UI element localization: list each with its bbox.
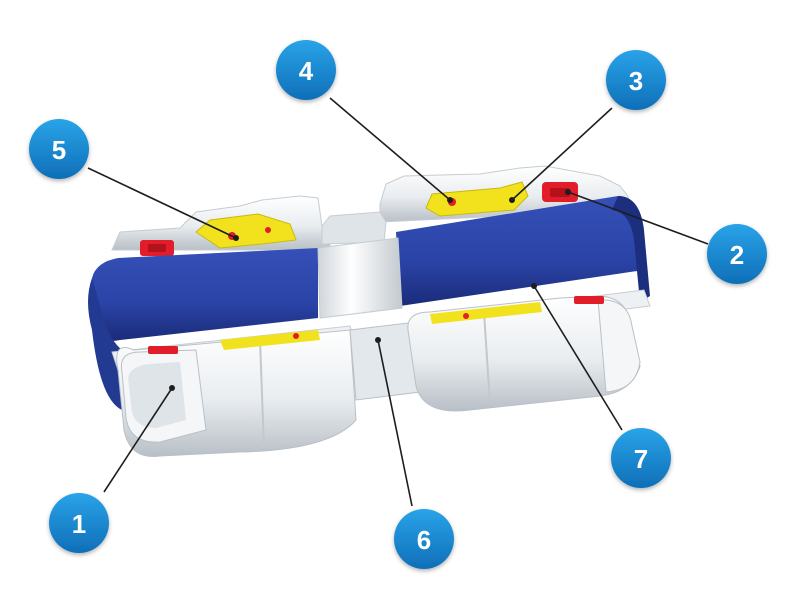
leader-4 xyxy=(329,97,451,201)
leader-lines xyxy=(87,97,709,507)
seal-o-ring-right-shade xyxy=(550,188,570,197)
callout-7: 7 xyxy=(611,428,671,488)
upper-center-collar xyxy=(321,211,387,245)
fitting-body-right xyxy=(407,295,641,412)
seal-o-ring-left-shade xyxy=(148,244,166,252)
center-stop-segment xyxy=(317,237,403,319)
callout-label-1: 1 xyxy=(72,509,86,539)
leader-dot-7 xyxy=(531,283,537,289)
grip-lower-left-dot xyxy=(293,333,299,339)
pipe-right-end xyxy=(612,196,650,302)
callout-badge-3 xyxy=(606,50,666,110)
leader-1 xyxy=(103,387,173,493)
callout-6: 6 xyxy=(394,509,454,569)
fitting-groove-left xyxy=(259,339,265,449)
leader-5 xyxy=(87,167,237,239)
callout-1: 1 xyxy=(49,493,109,553)
leader-dot-4 xyxy=(447,197,453,203)
leader-dot-6 xyxy=(375,337,381,343)
callout-5: 5 xyxy=(29,119,89,179)
collet-face-right xyxy=(597,299,641,393)
callout-label-7: 7 xyxy=(634,444,648,474)
callout-4: 4 xyxy=(276,40,336,100)
callout-label-2: 2 xyxy=(730,240,744,270)
callout-badge-1 xyxy=(49,493,109,553)
callout-2: 2 xyxy=(707,224,767,284)
callout-label-6: 6 xyxy=(417,525,431,555)
callout-3: 3 xyxy=(606,50,666,110)
callout-badge-2 xyxy=(707,224,767,284)
leader-3 xyxy=(511,107,613,201)
seal-lower-left xyxy=(148,346,178,354)
callout-label-3: 3 xyxy=(629,66,643,96)
callout-badge-6 xyxy=(394,509,454,569)
callout-badge-7 xyxy=(611,428,671,488)
upper-components xyxy=(140,181,578,256)
pipes xyxy=(88,196,650,410)
grip-ring-left xyxy=(195,213,297,249)
grip-ring-left-dot2 xyxy=(265,227,271,233)
leader-dot-2 xyxy=(565,189,571,195)
fitting-groove-right xyxy=(483,311,491,405)
collet-bore-left xyxy=(128,362,186,428)
grip-lower-right xyxy=(430,302,542,324)
leader-6 xyxy=(377,339,413,507)
lower-body xyxy=(111,289,651,457)
leader-dot-3 xyxy=(509,197,515,203)
leader-2 xyxy=(567,191,709,245)
pipe-left xyxy=(92,248,318,341)
leader-dots xyxy=(169,189,571,391)
pipe-left-end xyxy=(88,278,122,410)
callout-badge-4 xyxy=(276,40,336,100)
grip-lower-right-dot xyxy=(463,313,469,319)
pipe-right xyxy=(396,196,644,306)
callout-label-4: 4 xyxy=(299,56,314,86)
leader-7 xyxy=(533,285,623,431)
callout-badge-5 xyxy=(29,119,89,179)
leader-dot-1 xyxy=(169,385,175,391)
callout-label-5: 5 xyxy=(52,135,66,165)
seal-lower-right xyxy=(574,296,604,304)
leader-dot-5 xyxy=(233,235,239,241)
